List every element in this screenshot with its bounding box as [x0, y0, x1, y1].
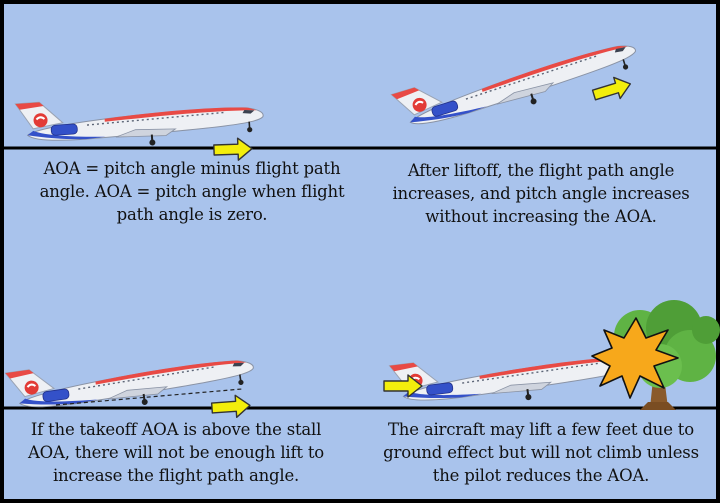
panel-1-caption: AOA = pitch angle minus flight path angl… [22, 157, 362, 226]
panel-4-caption: The aircraft may lift a few feet due to … [368, 418, 714, 487]
panel-2-caption: After liftoff, the flight path angle inc… [380, 159, 702, 228]
airplane-icon [390, 336, 641, 417]
arrow-icon [211, 394, 250, 419]
airplane-icon [391, 23, 642, 144]
panel-3-caption: If the takeoff AOA is above the stall AO… [16, 418, 336, 487]
arrow-icon [591, 73, 634, 105]
